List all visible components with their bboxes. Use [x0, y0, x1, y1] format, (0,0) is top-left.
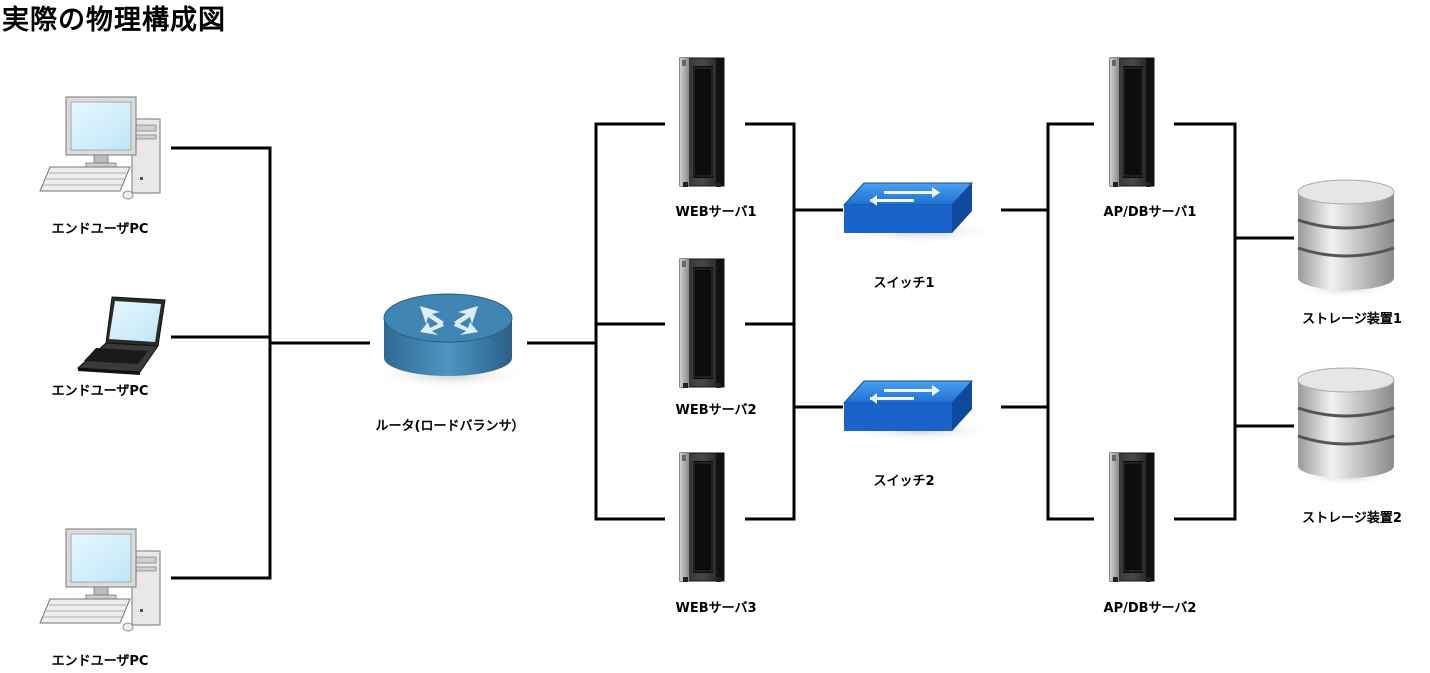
connection-lines: [171, 122, 1294, 580]
pc3-label: エンドユーザPC: [51, 654, 149, 669]
laptop-icon: [76, 296, 166, 375]
router-label: ルータ(ロードバランサ）: [375, 419, 525, 434]
storage2-label: ストレージ装置2: [1302, 511, 1402, 526]
database-storage-icon: [1294, 178, 1398, 300]
page-title: 実際の物理構成図: [2, 5, 226, 36]
server-rack-icon: [1109, 452, 1155, 583]
router-icon: [370, 293, 530, 389]
pc1-label: エンドユーザPC: [51, 222, 149, 237]
switch2-label: スイッチ2: [873, 474, 935, 489]
database-storage-icon: [1294, 366, 1398, 488]
pc2-label: エンドユーザPC: [51, 384, 149, 399]
desktop-pc-icon: [39, 528, 161, 632]
apdb1-label: AP/DBサーバ1: [1103, 205, 1197, 220]
server-rack-icon: [679, 452, 725, 583]
network-switch-icon: [840, 182, 1000, 244]
apdb2-label: AP/DBサーバ2: [1103, 601, 1197, 616]
server-rack-icon: [1109, 57, 1155, 188]
server-rack-icon: [679, 258, 725, 389]
desktop-pc-icon: [39, 96, 161, 200]
web1-label: WEBサーバ1: [675, 205, 757, 220]
server-rack-icon: [679, 57, 725, 188]
web3-label: WEBサーバ3: [675, 601, 757, 616]
storage1-label: ストレージ装置1: [1302, 312, 1402, 327]
network-switch-icon: [840, 380, 1000, 442]
web2-label: WEBサーバ2: [675, 403, 757, 418]
switch1-label: スイッチ1: [873, 276, 935, 291]
